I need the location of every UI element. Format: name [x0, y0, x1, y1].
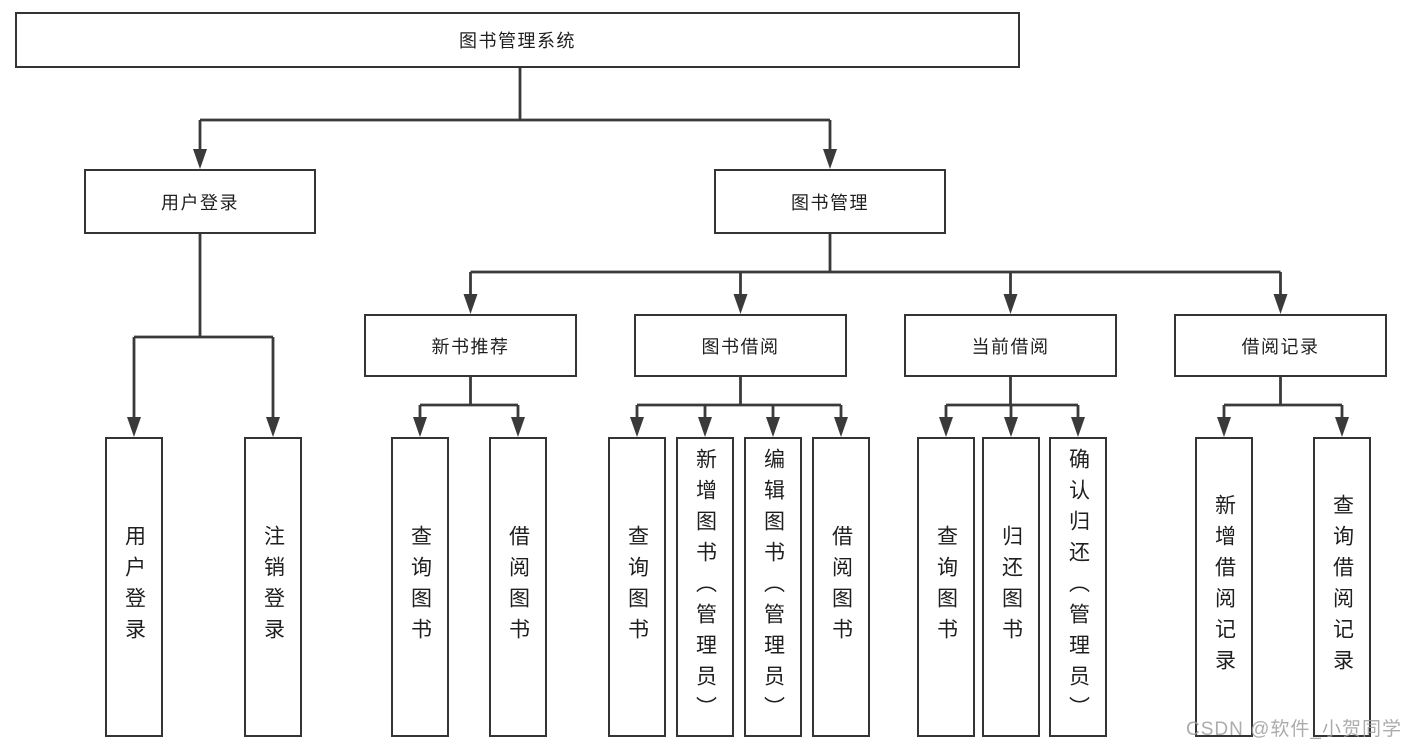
leaf-borrow-book: 借阅图书: [489, 437, 547, 737]
leaf-query-book-3: 查询图书: [917, 437, 975, 737]
node-new-book-recommend: 新书推荐: [364, 314, 577, 377]
leaf-query-borrow-record: 查询借阅记录: [1313, 437, 1371, 737]
node-label: 图书管理系统: [459, 31, 576, 51]
leaf-label: 归还图书: [999, 525, 1023, 649]
leaf-query-book-2: 查询图书: [608, 437, 666, 737]
leaf-query-book: 查询图书: [391, 437, 449, 737]
leaf-label: 注销登录: [261, 525, 285, 649]
leaf-label: 借阅图书: [829, 525, 853, 649]
leaf-user-login: 用户登录: [105, 437, 163, 737]
node-label: 用户登录: [161, 192, 239, 213]
node-label: 图书管理: [791, 192, 869, 213]
leaf-label: 编辑图书（管理员）: [761, 447, 785, 727]
leaf-label: 用户登录: [122, 525, 146, 649]
leaf-add-book-admin: 新增图书（管理员）: [676, 437, 734, 737]
leaf-return-book: 归还图书: [982, 437, 1040, 737]
node-user-login: 用户登录: [84, 169, 316, 234]
leaf-edit-book-admin: 编辑图书（管理员）: [744, 437, 802, 737]
leaf-logout: 注销登录: [244, 437, 302, 737]
node-borrow-records: 借阅记录: [1174, 314, 1387, 377]
leaf-borrow-book-2: 借阅图书: [812, 437, 870, 737]
node-library-management-system: 图书管理系统: [15, 12, 1020, 68]
node-current-borrow: 当前借阅: [904, 314, 1117, 377]
leaf-label: 借阅图书: [506, 525, 530, 649]
leaf-label: 查询借阅记录: [1330, 494, 1354, 680]
node-book-borrow: 图书借阅: [634, 314, 847, 377]
leaf-label: 查询图书: [934, 525, 958, 649]
node-label: 图书借阅: [701, 336, 780, 357]
leaf-label: 新增借阅记录: [1212, 494, 1236, 680]
node-label: 新书推荐: [431, 336, 510, 357]
leaf-label: 查询图书: [625, 525, 649, 649]
node-label: 当前借阅: [971, 336, 1050, 357]
leaf-confirm-return-admin: 确认归还（管理员）: [1049, 437, 1107, 737]
leaf-label: 确认归还（管理员）: [1066, 447, 1090, 727]
leaf-label: 查询图书: [408, 525, 432, 649]
leaf-label: 新增图书（管理员）: [693, 447, 717, 727]
leaf-add-borrow-record: 新增借阅记录: [1195, 437, 1253, 737]
csdn-watermark: CSDN @软件_小贺同学: [1186, 719, 1402, 740]
node-label: 借阅记录: [1241, 336, 1320, 357]
node-book-management: 图书管理: [714, 169, 946, 234]
